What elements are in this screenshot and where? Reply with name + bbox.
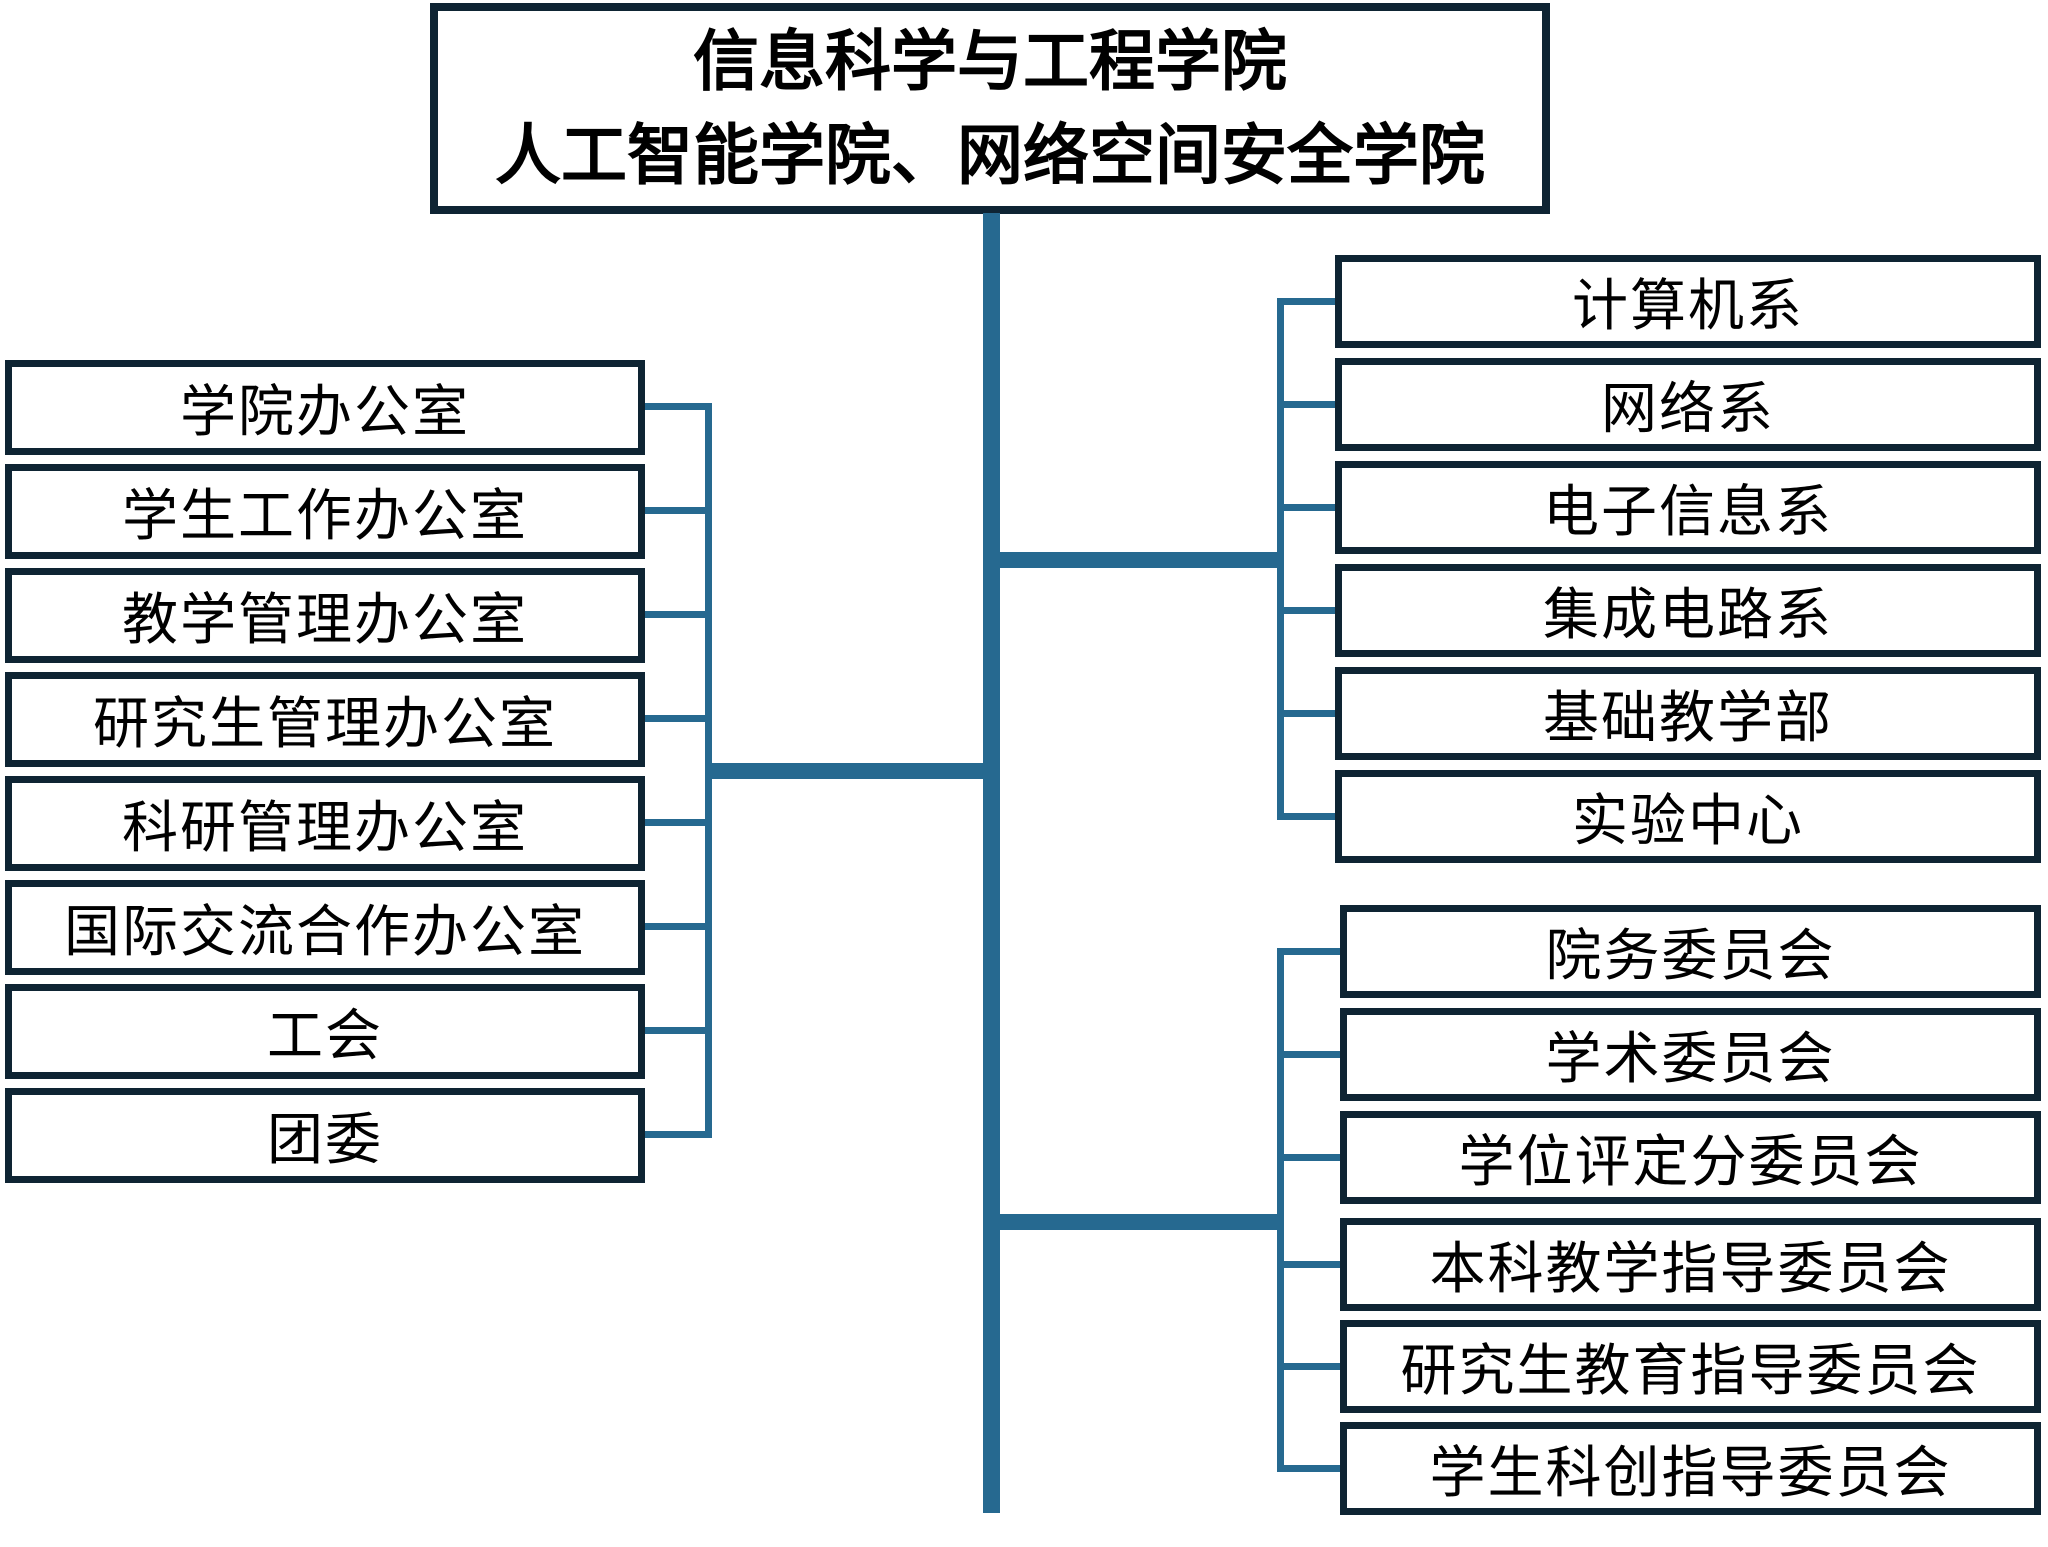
committees-stub-line-4: [1277, 1261, 1347, 1268]
left-stub-line-6: [637, 923, 712, 930]
left-stub-line-2: [637, 507, 712, 514]
departments-stub-line-1: [1277, 298, 1342, 305]
org-box-label: 本科教学指导委员会: [1429, 1237, 1952, 1300]
org-box-academic-committee: 学术委员会: [1340, 1008, 2041, 1101]
org-box-network-dept: 网络系: [1335, 358, 2041, 451]
org-box-teaching-admin-office: 教学管理办公室: [5, 568, 645, 663]
left-stub-line-8: [637, 1131, 712, 1138]
org-box-label: 工会: [267, 1004, 383, 1067]
org-box-label: 学院办公室: [180, 380, 470, 443]
departments-stub-line-6: [1277, 813, 1342, 820]
org-box-undergraduate-teaching-committee: 本科教学指导委员会: [1340, 1218, 2041, 1311]
org-box-international-office: 国际交流合作办公室: [5, 880, 645, 975]
departments-spine-line: [1277, 298, 1284, 820]
left-stub-line-3: [637, 611, 712, 618]
org-box-label: 电子信息系: [1543, 480, 1833, 543]
committees-spine-line: [1277, 948, 1284, 1472]
root-node: 信息科学与工程学院 人工智能学院、网络空间安全学院: [430, 3, 1550, 214]
org-box-label: 实验中心: [1572, 789, 1804, 852]
root-title-line-2: 人工智能学院、网络空间安全学院: [495, 117, 1485, 192]
org-box-label: 研究生教育指导委员会: [1400, 1339, 1981, 1402]
org-box-label: 集成电路系: [1543, 583, 1833, 646]
trunk-line: [983, 213, 1000, 1513]
org-box-college-office: 学院办公室: [5, 360, 645, 455]
org-box-label: 学术委员会: [1545, 1027, 1836, 1090]
left-stub-line-7: [637, 1027, 712, 1034]
org-box-label: 教学管理办公室: [122, 588, 528, 651]
org-box-basic-teaching-dept: 基础教学部: [1335, 667, 2041, 760]
left-spine-line: [705, 403, 712, 1138]
org-box-label: 科研管理办公室: [122, 796, 528, 859]
committees-branch-line: [1000, 1214, 1284, 1230]
departments-branch-line: [1000, 552, 1284, 568]
org-box-integrated-circuit-dept: 集成电路系: [1335, 564, 2041, 657]
org-box-youth-league: 团委: [5, 1088, 645, 1183]
org-box-label: 网络系: [1601, 377, 1775, 440]
org-box-label: 学生工作办公室: [122, 484, 528, 547]
org-box-electronic-info-dept: 电子信息系: [1335, 461, 2041, 554]
org-box-degree-evaluation-subcommittee: 学位评定分委员会: [1340, 1111, 2041, 1204]
departments-stub-line-2: [1277, 401, 1342, 408]
org-box-label: 国际交流合作办公室: [64, 900, 586, 963]
left-branch-line: [705, 763, 983, 779]
left-stub-line-5: [637, 819, 712, 826]
committees-stub-line-6: [1277, 1465, 1347, 1472]
org-box-label: 院务委员会: [1545, 924, 1836, 987]
departments-stub-line-3: [1277, 504, 1342, 511]
departments-stub-line-4: [1277, 607, 1342, 614]
org-box-research-admin-office: 科研管理办公室: [5, 776, 645, 871]
org-box-label: 研究生管理办公室: [93, 692, 557, 755]
org-box-label: 学位评定分委员会: [1458, 1130, 1923, 1193]
org-box-student-innovation-committee: 学生科创指导委员会: [1340, 1422, 2041, 1515]
committees-stub-line-3: [1277, 1154, 1347, 1161]
org-box-label: 计算机系: [1572, 274, 1804, 337]
org-box-student-affairs-office: 学生工作办公室: [5, 464, 645, 559]
left-stub-line-4: [637, 715, 712, 722]
org-box-label: 基础教学部: [1543, 686, 1833, 749]
org-box-label: 学生科创指导委员会: [1429, 1441, 1952, 1504]
committees-stub-line-5: [1277, 1363, 1347, 1370]
committees-stub-line-2: [1277, 1051, 1347, 1058]
org-box-college-affairs-committee: 院务委员会: [1340, 905, 2041, 998]
org-box-experiment-center: 实验中心: [1335, 770, 2041, 863]
org-box-graduate-admin-office: 研究生管理办公室: [5, 672, 645, 767]
departments-stub-line-5: [1277, 710, 1342, 717]
org-box-label: 团委: [267, 1108, 383, 1171]
org-box-computer-dept: 计算机系: [1335, 255, 2041, 348]
left-stub-line-1: [637, 403, 712, 410]
org-box-labor-union: 工会: [5, 984, 645, 1079]
committees-stub-line-1: [1277, 948, 1347, 955]
root-title-line-1: 信息科学与工程学院: [693, 23, 1287, 98]
org-box-graduate-education-committee: 研究生教育指导委员会: [1340, 1320, 2041, 1413]
